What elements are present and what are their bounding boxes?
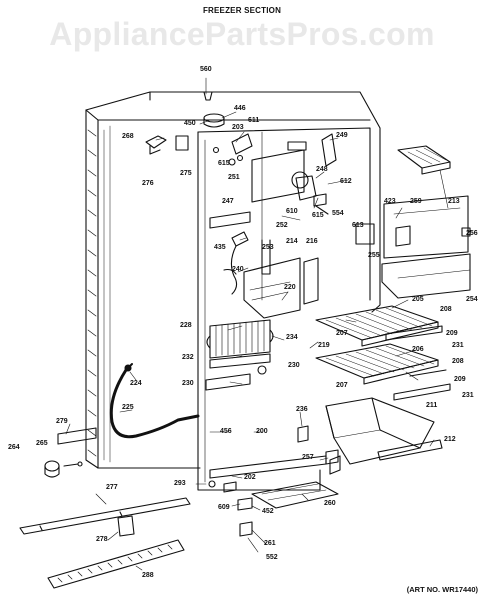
callout-label: 276 [142,180,154,187]
wire-shelf-upper [315,305,439,347]
callout-label: 279 [56,418,68,425]
callout-label: 253 [262,244,274,251]
callout-label: 293 [174,480,186,487]
callout-label: 232 [182,354,194,361]
callout-label: 208 [440,306,452,313]
air-duct [209,211,319,319]
watermark: AppliancePartsPros.com [49,16,435,52]
callout-label: 206 [412,346,424,353]
callout-label: 275 [180,170,192,177]
callout-label: 611 [248,117,260,124]
callout-label: 255 [368,252,380,259]
callout-label: 231 [452,342,464,349]
callout-label: 456 [220,428,232,435]
evaporator-coil [206,319,274,359]
callout-label: 208 [452,358,464,365]
wire-harness [223,231,249,295]
ice-bucket [325,397,443,465]
callout-label: 264 [8,444,20,451]
callout-label: 260 [324,500,336,507]
callout-label: 261 [264,540,276,547]
callout-label: 610 [286,208,298,215]
callout-label: 209 [446,330,458,337]
callout-label: 236 [296,406,308,413]
callout-label: 265 [36,440,48,447]
callout-label: 234 [286,334,298,341]
callout-label: 247 [222,198,234,205]
toe-grille [47,539,185,589]
drain-tube [109,363,200,439]
callout-label: 202 [244,474,256,481]
evaporator-cover [251,133,337,203]
callout-label: 214 [286,238,298,245]
shelf-trim [385,325,451,401]
callout-label: 259 [410,198,422,205]
callout-label: 435 [214,244,226,251]
small-parts [208,425,339,488]
callout-label: 240 [232,266,244,273]
door-shelf [381,195,471,299]
callout-label: 452 [262,508,274,515]
callout-label: 230 [182,380,194,387]
callout-label: 231 [462,392,474,399]
callout-label: 450 [184,120,196,127]
base-assembly [209,455,341,537]
callout-label: 249 [336,132,348,139]
top-components [145,91,253,166]
callout-label: 212 [444,436,456,443]
callout-label: 252 [276,222,288,229]
callout-label: 278 [96,536,108,543]
callout-label: 257 [302,454,314,461]
diagram-title: FREEZER SECTION [202,6,282,15]
callout-label: 209 [454,376,466,383]
callout-label: 423 [384,198,396,205]
callout-label: 216 [306,238,318,245]
callout-label: 205 [412,296,424,303]
callout-label: 256 [466,230,478,237]
callout-label: 288 [142,572,154,579]
kick-rail [19,497,191,537]
callout-label: 251 [228,174,240,181]
callout-label: 612 [340,178,352,185]
callout-label: 228 [180,322,192,329]
callout-label: 207 [336,330,348,337]
callout-label: 211 [426,402,438,409]
callout-label: 615 [218,160,230,167]
leveling-parts [44,427,97,478]
cabinet-shell [85,91,381,491]
callout-label: 224 [130,380,142,387]
callout-label: 446 [234,105,246,112]
callout-label: 613 [352,222,364,229]
callout-label: 219 [318,342,330,349]
control-components [295,175,375,245]
callout-label: 248 [316,166,328,173]
callout-label: 220 [284,284,296,291]
wire-shelf-lower [315,343,439,385]
callout-label: 609 [218,504,230,511]
callout-label: 268 [122,133,134,140]
leader-lines [65,77,449,571]
ice-tray [397,145,451,175]
art-number: (ART NO. WR17440) [406,585,478,594]
callout-label: 203 [232,124,244,131]
callout-label: 554 [332,210,344,217]
callout-label: 560 [200,66,212,73]
callout-label: 207 [336,382,348,389]
callout-label: 552 [266,554,278,561]
callout-label: 230 [288,362,300,369]
callout-label: 200 [256,428,268,435]
callout-label: 277 [106,484,118,491]
callout-label: 225 [122,404,134,411]
defrost-heater [205,353,271,391]
callout-label: 254 [466,296,478,303]
callout-label: 213 [448,198,460,205]
callout-label: 615 [312,212,324,219]
